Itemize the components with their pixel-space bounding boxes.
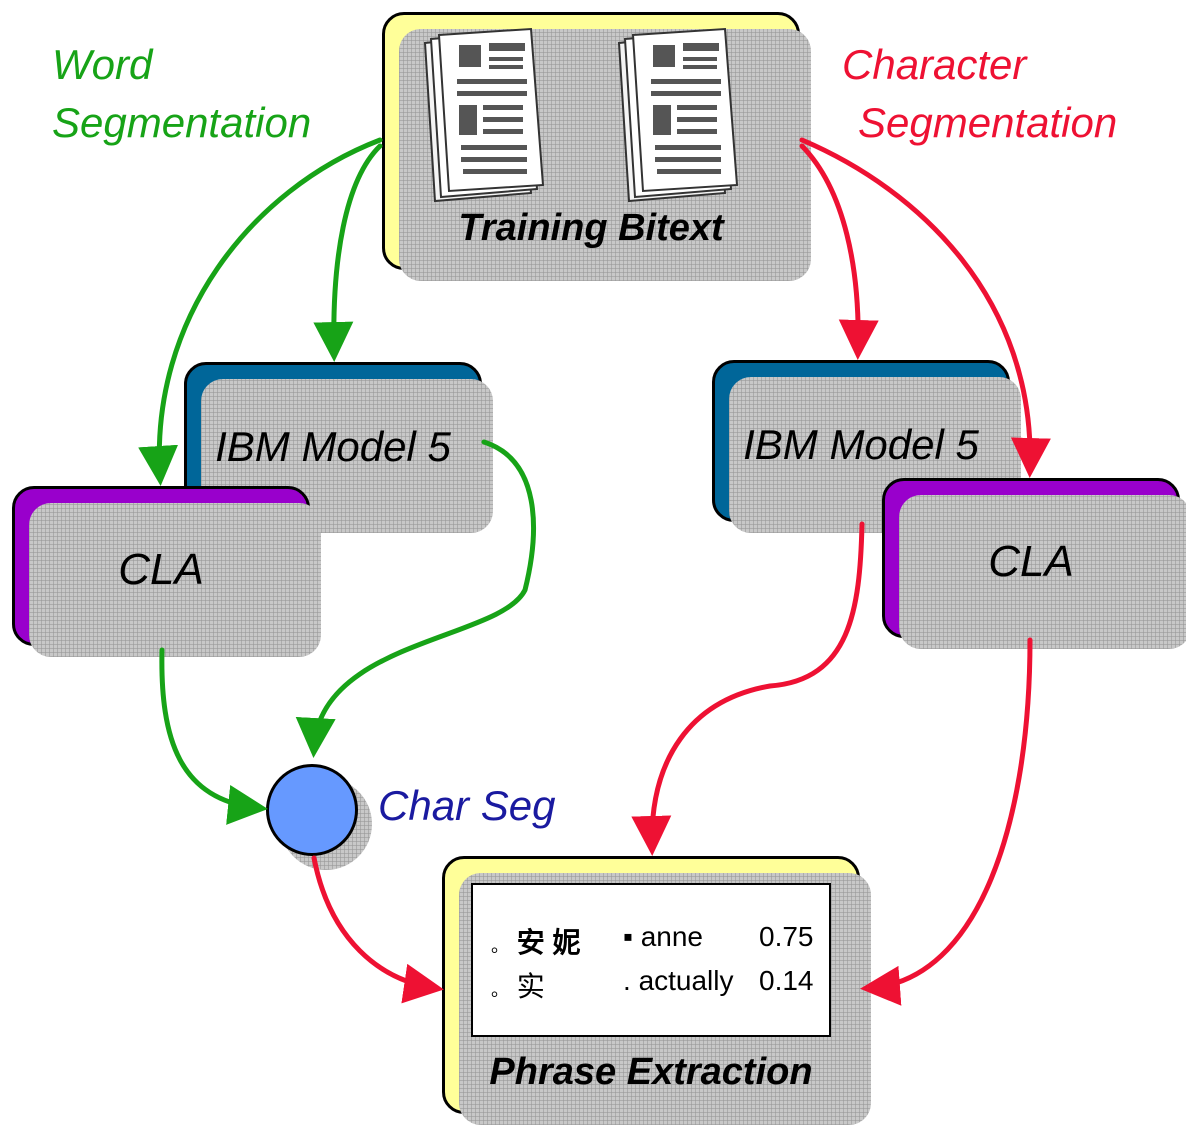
arrow-bitext-to-ibm-left bbox=[313, 143, 383, 362]
newspaper-icon bbox=[423, 27, 545, 203]
char-seg-node bbox=[266, 764, 372, 870]
phrase-row-target: . actually bbox=[623, 965, 734, 997]
phrase-target: actually bbox=[638, 965, 734, 996]
word-segmentation-line-1: Word bbox=[52, 41, 153, 88]
phrase-source: 安 妮 bbox=[516, 927, 581, 958]
phrase-score: 0.75 bbox=[759, 921, 814, 952]
phrase-row: 。 实 bbox=[491, 965, 545, 1005]
phrase-row-target: ▪ anne bbox=[623, 921, 703, 953]
arrow-cla-left-to-char-seg bbox=[159, 647, 268, 825]
cla-right-node: CLA bbox=[882, 478, 1186, 649]
phrase-bullet: 。 bbox=[491, 936, 509, 956]
phrase-row: 。 安 妮 bbox=[491, 921, 581, 961]
arrow-char-seg-to-phrase bbox=[311, 855, 444, 1004]
arrow-ibm-right-to-phrase bbox=[631, 521, 865, 856]
phrase-bullet: 。 bbox=[491, 980, 509, 1000]
phrase-extraction-label: Phrase Extraction bbox=[489, 1051, 813, 1093]
word-segmentation-label: Word Segmentation bbox=[52, 36, 311, 152]
character-segmentation-label: Character Segmentation bbox=[842, 36, 1117, 152]
phrase-source: 实 bbox=[516, 970, 545, 1003]
char-seg-label: Char Seg bbox=[378, 782, 556, 829]
phrase-target-bullet: ▪ bbox=[623, 921, 633, 952]
cla-left-label: CLA bbox=[118, 545, 204, 594]
cla-left-node: CLA bbox=[12, 486, 321, 657]
phrase-score: 0.14 bbox=[759, 965, 814, 996]
ibm-model-left-label: IBM Model 5 bbox=[215, 423, 451, 470]
phrase-table: 。 安 妮 ▪ anne 0.75 。 实 . actually 0.14 bbox=[471, 883, 831, 1037]
phrase-target-bullet: . bbox=[623, 965, 631, 996]
word-segmentation-line-2: Segmentation bbox=[52, 99, 312, 146]
phrase-extraction-node: 。 安 妮 ▪ anne 0.75 。 实 . actually 0.14 Ph… bbox=[442, 856, 871, 1125]
char-seg-circle bbox=[266, 764, 358, 856]
phrase-target: anne bbox=[640, 921, 704, 952]
arrow-cla-right-to-phrase bbox=[860, 637, 1033, 1006]
ibm-model-right-label: IBM Model 5 bbox=[743, 421, 979, 468]
cla-right-label: CLA bbox=[988, 537, 1074, 586]
training-bitext-node: Training Bitext bbox=[382, 12, 811, 281]
character-segmentation-line-2: Segmentation bbox=[858, 99, 1118, 146]
newspaper-icon bbox=[617, 27, 739, 203]
training-bitext-label: Training Bitext bbox=[458, 207, 724, 249]
character-segmentation-line-1: Character bbox=[842, 41, 1027, 88]
